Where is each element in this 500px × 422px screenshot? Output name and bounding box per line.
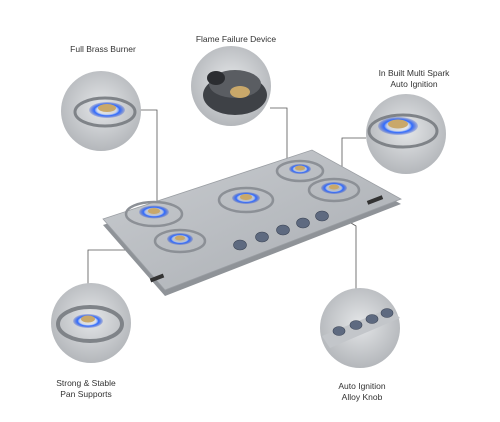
detail-alloy-knob <box>320 288 400 368</box>
label-alloy-knob-line1: Auto Ignition <box>338 381 386 391</box>
cooktop-burners <box>124 159 361 254</box>
label-pan-supports: Strong & Stable Pan Supports <box>41 378 131 400</box>
burner-right <box>307 177 361 203</box>
label-alloy-knob-line2: Alloy Knob <box>341 392 383 402</box>
label-pan-supports-line2: Pan Supports <box>60 389 112 399</box>
burner-back-left <box>124 200 184 228</box>
detail-full-brass-burner <box>61 71 141 151</box>
burner-middle <box>217 186 275 214</box>
label-full-brass-burner-text: Full Brass Burner <box>70 44 136 54</box>
burner-front-left <box>153 228 207 254</box>
knob <box>315 210 329 222</box>
label-auto-ignition: In Built Multi Spark Auto Ignition <box>362 68 466 90</box>
knob <box>233 239 247 251</box>
control-knobs <box>233 210 329 251</box>
burner-back-right <box>275 159 325 183</box>
knob <box>255 231 269 243</box>
label-auto-ignition-line1: In Built Multi Spark <box>378 68 450 78</box>
label-alloy-knob: Auto Ignition Alloy Knob <box>322 381 402 403</box>
label-auto-ignition-line2: Auto Ignition <box>390 79 438 89</box>
label-pan-supports-line1: Strong & Stable <box>56 378 116 388</box>
detail-flame-failure-device <box>191 46 271 126</box>
label-full-brass-burner: Full Brass Burner <box>58 44 148 55</box>
detail-pan-supports <box>51 283 131 363</box>
detail-auto-ignition <box>366 94 446 174</box>
label-flame-failure-device-text: Flame Failure Device <box>195 34 277 44</box>
label-flame-failure-device: Flame Failure Device <box>186 34 286 45</box>
knob <box>276 224 290 236</box>
knob <box>296 217 310 229</box>
